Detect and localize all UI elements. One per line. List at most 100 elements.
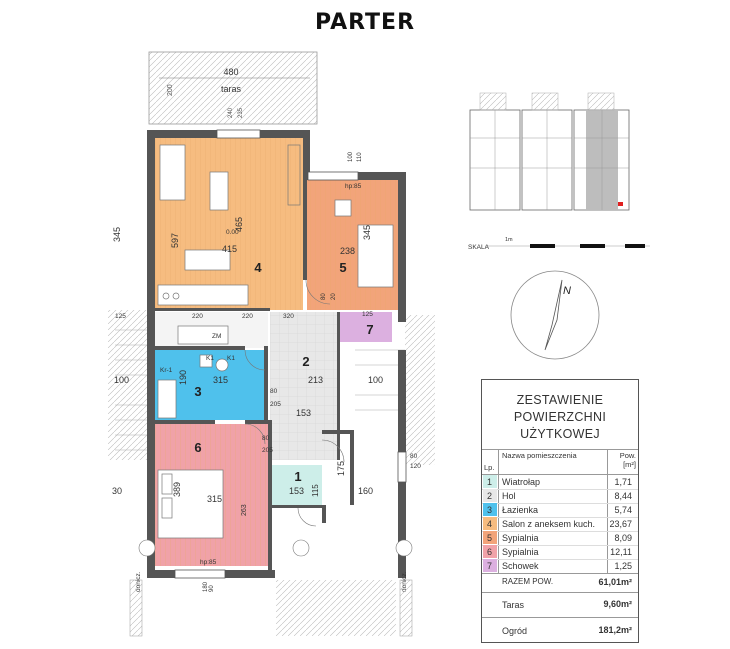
dim-175: 175 bbox=[336, 461, 346, 476]
summary-row-area: 23,67 bbox=[609, 519, 632, 529]
room-color-swatch bbox=[483, 475, 497, 488]
room-number-6: 6 bbox=[194, 440, 201, 455]
summary-row-divider bbox=[482, 545, 638, 546]
location-marker bbox=[618, 202, 623, 206]
room-number-7: 7 bbox=[366, 322, 373, 337]
dim-160: 160 bbox=[358, 486, 373, 496]
area-summary-table: ZESTAWIENIE POWIERZCHNI UŻYTKOWEJ Lp. Na… bbox=[481, 379, 639, 643]
dim-terrace-width: 480 bbox=[223, 67, 238, 77]
dim-263: 263 bbox=[241, 504, 248, 516]
summary-row-divider bbox=[482, 517, 638, 518]
room-color-swatch bbox=[483, 503, 497, 516]
page-title: PARTER bbox=[314, 10, 416, 35]
dim-20a: 20 bbox=[331, 293, 337, 300]
stairs-right bbox=[355, 349, 405, 411]
summary-row-lp: 6 bbox=[487, 547, 493, 557]
summary-row-divider bbox=[482, 559, 638, 560]
summary-row-area: 1,71 bbox=[614, 477, 632, 487]
dim-125a: 125 bbox=[115, 313, 126, 320]
terrace-area-label: Taras bbox=[502, 600, 525, 610]
scale-mark: 1m bbox=[505, 237, 513, 243]
header-area: Pow. [m²] bbox=[619, 451, 636, 469]
room-color-swatch bbox=[483, 517, 497, 530]
dim-180: 180 bbox=[203, 581, 209, 592]
entrance-paving bbox=[276, 580, 396, 636]
room-color-swatch bbox=[483, 489, 497, 502]
dim-125b: 125 bbox=[362, 311, 373, 318]
room-number-5: 5 bbox=[339, 260, 346, 275]
dim-100c: 100 bbox=[368, 375, 383, 385]
dim-90: 90 bbox=[209, 585, 215, 592]
summary-row-name: Salon z aneksem kuch. bbox=[502, 519, 596, 529]
compass-north-label: N bbox=[563, 285, 571, 297]
header-lp: Lp. bbox=[484, 463, 495, 472]
total-label: RAZEM POW. bbox=[502, 577, 554, 586]
north-arrow-icon bbox=[544, 279, 563, 351]
compass: N bbox=[510, 270, 600, 360]
dim-238: 238 bbox=[340, 246, 355, 256]
dim-220a: 220 bbox=[192, 313, 203, 320]
dim-315a: 315 bbox=[213, 375, 228, 385]
dim-315b: 315 bbox=[207, 494, 222, 504]
summary-row-lp: 2 bbox=[487, 491, 493, 501]
summary-row-name: Łazienka bbox=[502, 505, 539, 515]
summary-row-lp: 5 bbox=[487, 533, 493, 543]
label-k1b: K1 bbox=[227, 355, 235, 362]
label-hp-1: hp:85 bbox=[345, 183, 362, 190]
planter-left bbox=[129, 579, 143, 637]
summary-row-lp: 7 bbox=[487, 561, 493, 571]
key-plan: SKALA 1m bbox=[468, 92, 650, 251]
dim-213: 213 bbox=[308, 375, 323, 385]
room-number-1: 1 bbox=[294, 469, 301, 484]
windows bbox=[174, 129, 407, 579]
dim-389: 389 bbox=[172, 482, 182, 497]
terrace bbox=[148, 51, 318, 125]
dim-120: 120 bbox=[410, 463, 421, 470]
room-color-swatch bbox=[483, 559, 497, 572]
door-arcs bbox=[244, 279, 345, 527]
dim-190: 190 bbox=[178, 370, 188, 385]
dim-80b: 80 bbox=[270, 388, 278, 395]
dim-415: 415 bbox=[222, 244, 237, 254]
dim-window-1: 240 bbox=[228, 107, 234, 118]
dim-153b: 153 bbox=[289, 486, 304, 496]
dim-100b: 100 bbox=[114, 375, 129, 385]
dim-205b: 205 bbox=[262, 447, 273, 454]
dim-115: 115 bbox=[311, 484, 320, 497]
dim-205a: 205 bbox=[270, 401, 281, 408]
room-number-2: 2 bbox=[302, 354, 309, 369]
summary-row-lp: 4 bbox=[487, 519, 493, 529]
header-name: Nazwa pomieszczenia bbox=[502, 451, 577, 460]
neighbour-area-right bbox=[405, 315, 435, 465]
terrace-label: taras bbox=[221, 84, 242, 94]
summary-row-divider bbox=[482, 489, 638, 490]
room-number-4: 4 bbox=[254, 260, 262, 275]
dim-30: 30 bbox=[112, 486, 122, 496]
label-hp-2: hp:85 bbox=[200, 559, 217, 566]
scale-label: SKALA bbox=[468, 244, 490, 251]
room-color-swatch bbox=[483, 531, 497, 544]
summary-row-name: Schowek bbox=[502, 561, 539, 571]
stairs-left bbox=[115, 329, 150, 451]
dim-terrace-depth: 200 bbox=[167, 84, 174, 96]
dim-100d: 100 bbox=[348, 151, 354, 162]
label-zm: ZM bbox=[212, 333, 221, 340]
label-elevation: 0.00 bbox=[226, 229, 239, 236]
room-7-schowek bbox=[337, 312, 392, 342]
furniture bbox=[157, 144, 394, 539]
room-1-wiatrolap bbox=[272, 465, 322, 505]
dim-80d: 80 bbox=[410, 453, 418, 460]
summary-row-area: 1,25 bbox=[614, 561, 632, 571]
dim-153a: 153 bbox=[296, 408, 311, 418]
garden-area-value: 181,2m² bbox=[598, 625, 632, 635]
summary-row-divider bbox=[482, 531, 638, 532]
summary-row-name: Hol bbox=[502, 491, 516, 501]
dim-220b: 220 bbox=[242, 313, 253, 320]
summary-title: ZESTAWIENIE POWIERZCHNI UŻYTKOWEJ bbox=[513, 393, 607, 441]
summary-row-lp: 3 bbox=[487, 505, 493, 515]
room-color-swatch bbox=[483, 545, 497, 558]
terrace-area-value: 9,60m² bbox=[603, 599, 632, 609]
planter-right bbox=[399, 579, 413, 637]
dim-345a: 345 bbox=[112, 227, 122, 242]
